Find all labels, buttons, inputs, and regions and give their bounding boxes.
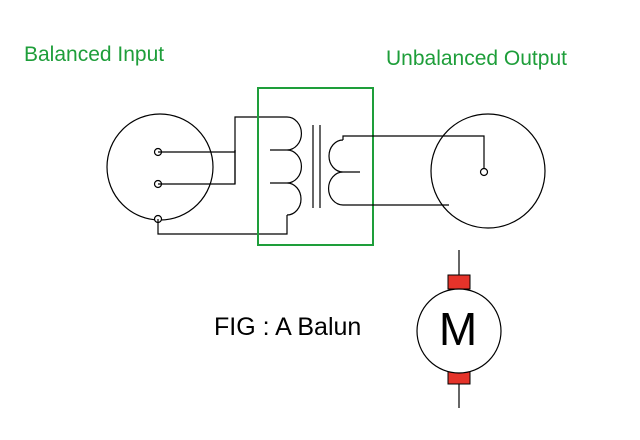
unbalanced-output-label: Unbalanced Output bbox=[386, 47, 567, 70]
unbalanced-connector-icon bbox=[430, 113, 546, 229]
figure-caption: FIG : A Balun bbox=[214, 313, 362, 341]
input-wires bbox=[157, 116, 288, 235]
transformer-box bbox=[257, 87, 374, 246]
balanced-connector-icon bbox=[106, 113, 214, 224]
output-wires bbox=[342, 135, 485, 206]
motor-letter: M bbox=[438, 303, 478, 355]
transformer-coil-icon bbox=[270, 116, 360, 216]
balanced-input-label: Balanced Input bbox=[24, 43, 165, 66]
motor-icon bbox=[416, 250, 502, 408]
